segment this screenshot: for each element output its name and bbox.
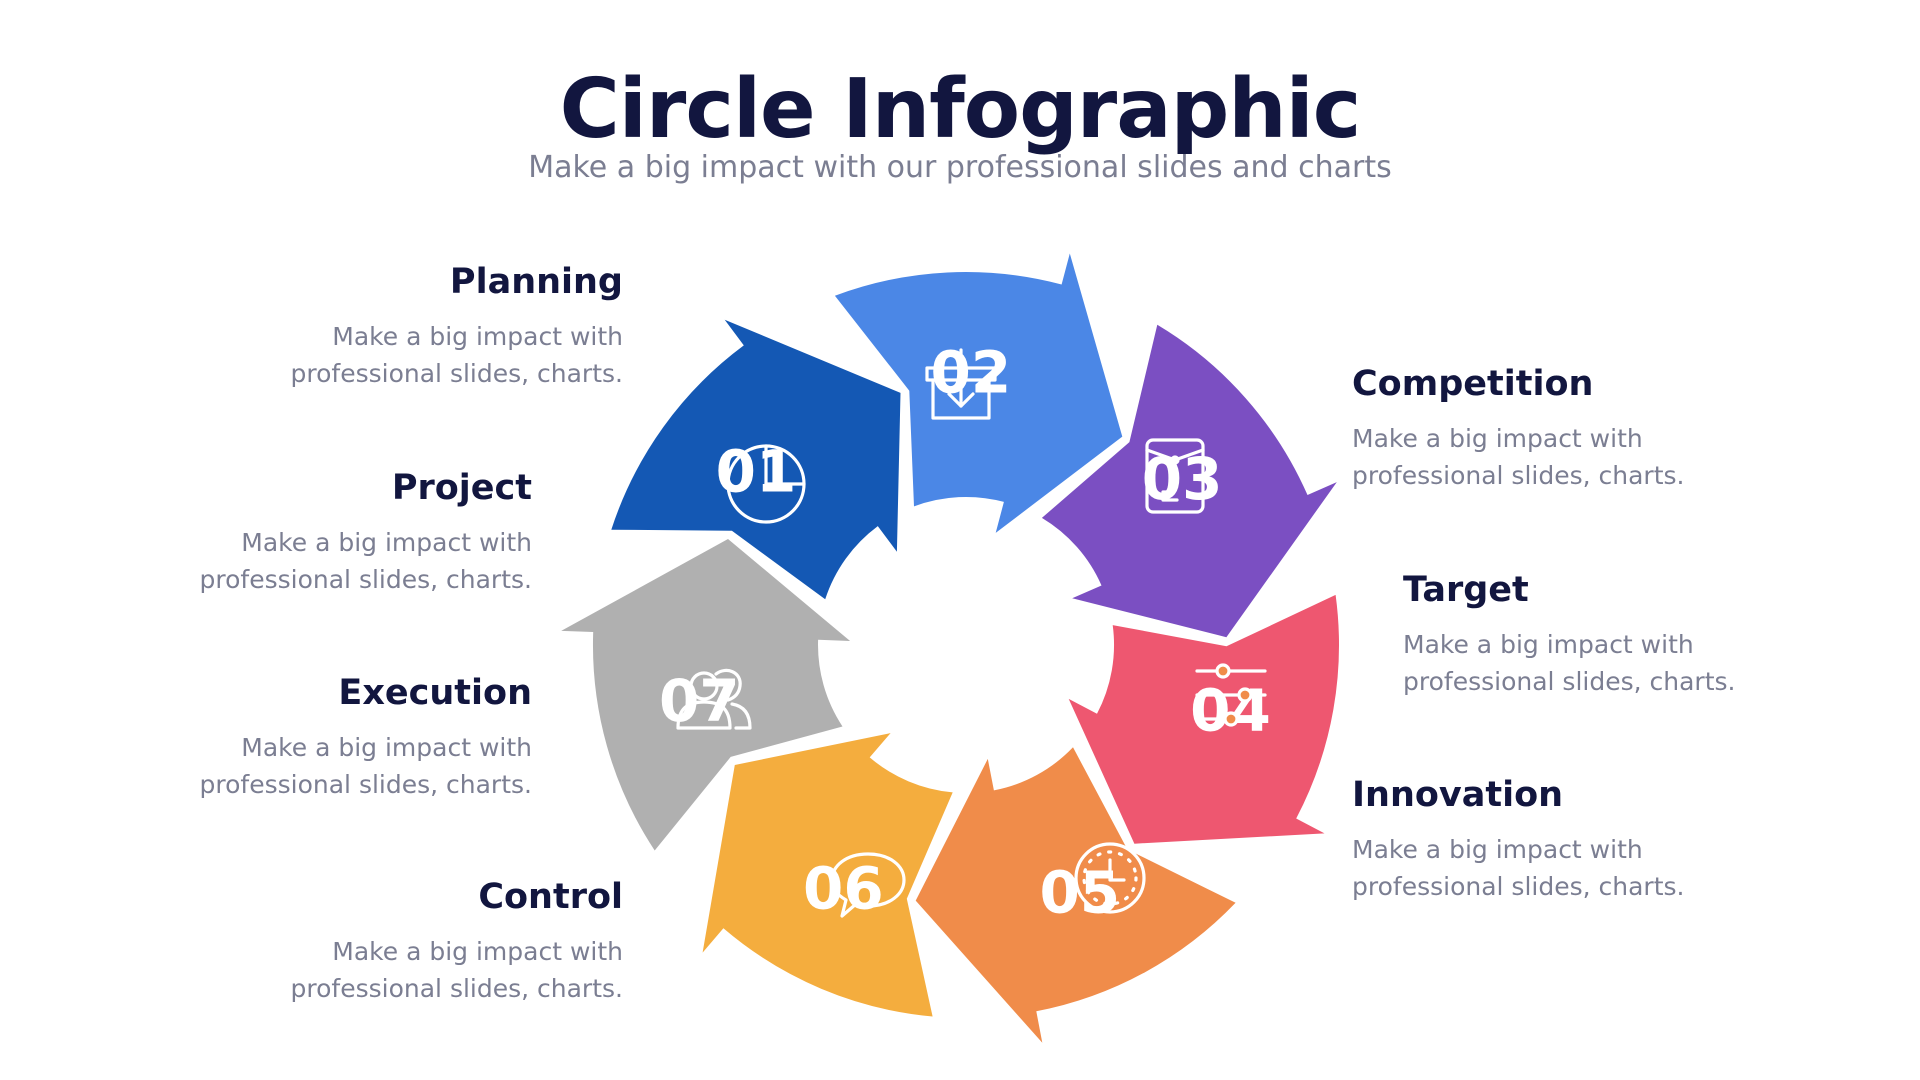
step-description-control: Make a big impact with professional slid…: [103, 933, 623, 1007]
envelope-icon: [1145, 438, 1205, 514]
step-description-project: Make a big impact with professional slid…: [12, 524, 532, 598]
cycle-segment-06: [702, 733, 953, 1017]
step-text-competition: Competition Make a big impact with profe…: [1352, 364, 1872, 494]
step-heading-planning: Planning: [449, 262, 623, 302]
step-description-line: professional slides, charts.: [1403, 667, 1736, 696]
step-text-control: Control Make a big impact with professio…: [103, 877, 623, 1007]
page-title: Circle Infographic: [559, 62, 1362, 157]
step-text-execution: Execution Make a big impact with profess…: [12, 673, 532, 803]
inbox-download-icon: [925, 348, 997, 420]
cycle-segment-01: [611, 319, 901, 600]
step-text-innovation: Innovation Make a big impact with profes…: [1352, 775, 1872, 905]
step-description-innovation: Make a big impact with professional slid…: [1352, 831, 1872, 905]
cycle-segment-05: [915, 747, 1236, 1043]
chat-bubble-icon: [830, 852, 906, 918]
pie-chart-icon: [726, 444, 806, 524]
step-description-line: professional slides, charts.: [290, 974, 623, 1003]
cycle-segment-07: [561, 539, 851, 851]
step-text-target: Target Make a big impact with profession…: [1403, 570, 1920, 700]
clock-icon: [1074, 842, 1146, 914]
step-text-project: Project Make a big impact with professio…: [12, 468, 532, 598]
step-description-line: professional slides, charts.: [290, 359, 623, 388]
step-description-line: professional slides, charts.: [1352, 461, 1685, 490]
step-description-planning: Make a big impact with professional slid…: [103, 318, 623, 392]
step-description-line: professional slides, charts.: [1352, 872, 1685, 901]
step-description-line: Make a big impact with: [332, 937, 623, 966]
cycle-segment-02: [834, 253, 1123, 533]
step-description-line: professional slides, charts.: [199, 565, 532, 594]
step-description-line: Make a big impact with: [1403, 630, 1694, 659]
step-heading-control: Control: [478, 877, 623, 917]
step-description-line: Make a big impact with: [1352, 835, 1643, 864]
step-description-line: Make a big impact with: [241, 733, 532, 762]
step-heading-competition: Competition: [1352, 364, 1594, 404]
step-description-line: Make a big impact with: [332, 322, 623, 351]
step-description-competition: Make a big impact with professional slid…: [1352, 420, 1872, 494]
step-number-04: 04: [1190, 676, 1271, 744]
step-description-line: Make a big impact with: [1352, 424, 1643, 453]
step-heading-execution: Execution: [338, 673, 532, 713]
step-description-target: Make a big impact with professional slid…: [1403, 626, 1920, 700]
sliders-icon: [1195, 663, 1267, 727]
cycle-segment-03: [1041, 324, 1337, 638]
step-description-line: Make a big impact with: [241, 528, 532, 557]
step-text-planning: Planning Make a big impact with professi…: [103, 262, 623, 392]
step-heading-target: Target: [1403, 570, 1529, 610]
step-heading-innovation: Innovation: [1352, 775, 1564, 815]
page-subtitle: Make a big impact with our professional …: [528, 150, 1392, 185]
step-number-03: 03: [1142, 445, 1223, 513]
step-description-execution: Make a big impact with professional slid…: [12, 729, 532, 803]
step-heading-project: Project: [391, 468, 532, 508]
users-icon: [676, 668, 752, 730]
step-description-line: professional slides, charts.: [199, 770, 532, 799]
